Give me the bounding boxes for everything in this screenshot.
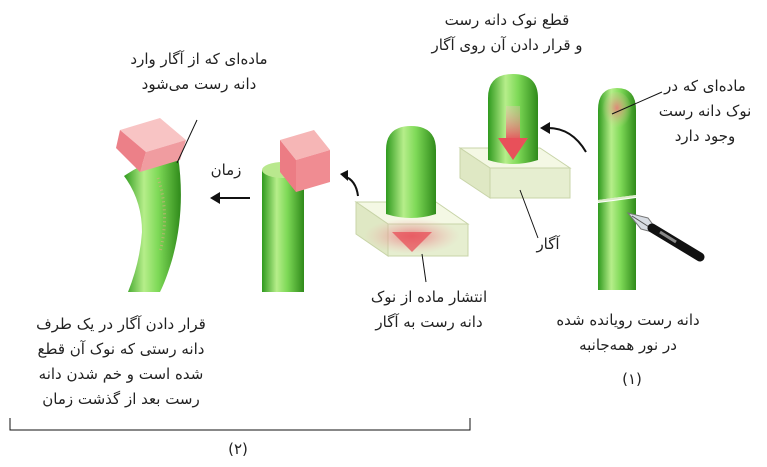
scalpel-icon [628, 213, 700, 257]
cut-tip-1 [488, 74, 538, 164]
leader-diffusion [422, 254, 426, 282]
cut-tip-2 [386, 126, 436, 218]
step-number-2: (۲) [218, 440, 258, 458]
time-arrow [210, 192, 250, 204]
step-number-1: (۱) [612, 370, 652, 388]
auxin-arrow-shaft [506, 106, 520, 140]
seedling-intact [598, 88, 636, 290]
label-time: زمان [196, 158, 256, 183]
label-agar: آگار [518, 232, 578, 257]
bent-stem [124, 156, 181, 292]
step2-bracket [10, 418, 470, 430]
curved-arrow-1 [540, 122, 586, 152]
curved-arrow-2 [340, 170, 358, 196]
